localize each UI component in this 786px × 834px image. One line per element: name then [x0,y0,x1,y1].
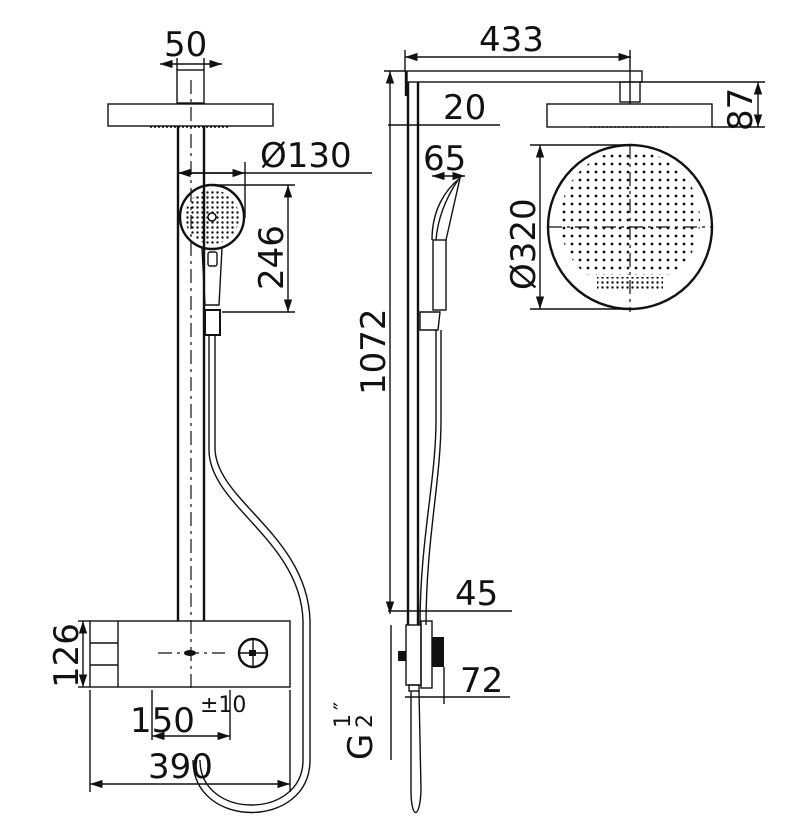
dim-thread-g: G [341,734,381,760]
side-view: 433 20 65 1072 45 72 G 1 2 ″ [331,20,643,813]
dim-inlet-tolerance: ±10 [200,693,246,718]
dim-column-depth: 45 [455,574,498,614]
thermostat-body [89,620,291,688]
dim-thermostat-depth: 72 [460,661,503,701]
overhead-shower-side [546,103,713,128]
dim-column-height: 1072 [354,308,394,395]
dim-thread-inch: ″ [331,702,356,710]
dim-arm-length: 433 [479,20,544,60]
dim-thermostat-height: 126 [47,623,87,688]
shower-arm [406,70,643,83]
head-view: 87 Ø320 [504,81,765,312]
front-view: 50 Ø130 246 126 150 ±10 390 [47,25,372,814]
dim-wall-offset: 20 [443,88,486,128]
hand-shower-handle [201,247,223,306]
dim-hand-shower-depth: 65 [423,139,466,179]
hand-shower-holder [204,309,221,336]
arm-connector [176,69,205,104]
dim-hand-shower-height: 246 [252,225,292,290]
hand-shower-side [431,176,462,241]
dim-arm-width: 50 [164,25,207,65]
dim-thermostat-width: 390 [148,747,213,787]
hose [199,335,304,806]
dim-thread-numerator: 1 [331,714,356,728]
dim-hand-shower-diameter: Ø130 [260,136,352,176]
dim-head-diameter: Ø320 [504,198,544,290]
dim-inlet-spacing: 150 [130,701,195,741]
dim-head-height: 87 [721,88,761,131]
dim-thread-denominator: 2 [353,714,378,728]
thermostat-side [405,624,422,686]
